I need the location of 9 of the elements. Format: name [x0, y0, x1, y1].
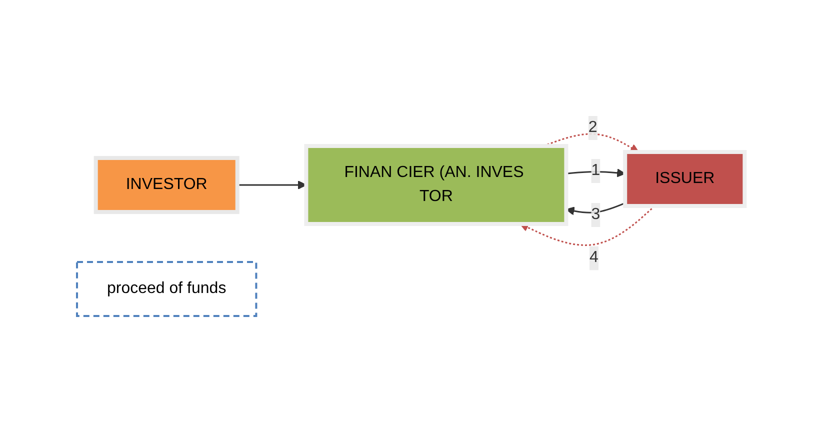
edge-label: 2 — [588, 119, 597, 136]
edge-label: 1 — [590, 162, 600, 179]
edge-label: 3 — [590, 206, 600, 223]
edge-label: 4 — [589, 249, 598, 266]
node-box: ISSUER — [622, 150, 746, 208]
node-box: FINAN CIER (AN. INVES TOR — [304, 144, 568, 226]
node-box: INVESTOR — [94, 156, 239, 214]
arrow — [520, 205, 655, 246]
node-box: proceed of funds — [76, 260, 257, 317]
